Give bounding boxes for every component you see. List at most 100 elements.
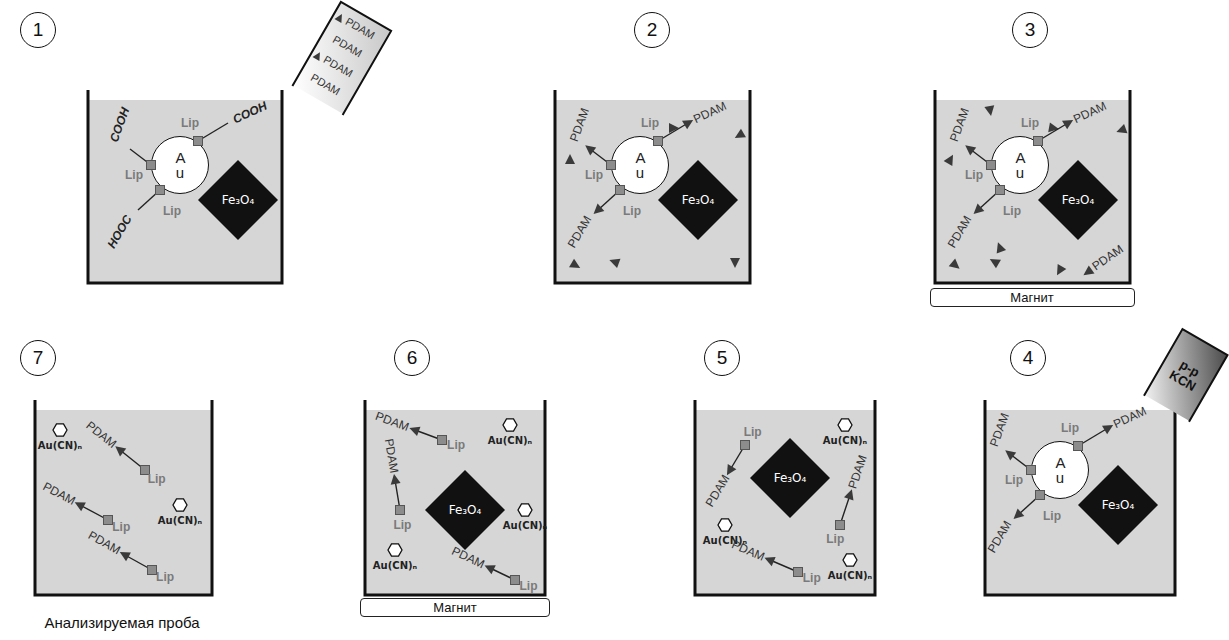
cyanide-complex-label: Au(CN)ₙ (373, 559, 417, 572)
beaker-5 (695, 400, 875, 595)
lipoic-square (1074, 442, 1083, 451)
beaker-3 (935, 90, 1130, 283)
pdam-triangle (1002, 446, 1016, 460)
diamond-fill (425, 470, 505, 550)
beaker-wall (935, 90, 1130, 283)
cyanide-complex-label: Au(CN)ₙ (503, 519, 547, 532)
linker-line (415, 430, 442, 440)
beaker-2 (555, 90, 750, 283)
linker-line (730, 445, 745, 470)
carboxyl-label: COOH (108, 106, 133, 144)
lipoic-square (794, 568, 803, 577)
beaker-6 (365, 400, 545, 595)
node-label: Fe₃O₄ (222, 193, 255, 207)
carboxyl-label: COOH (231, 100, 269, 127)
pdam-triangle (984, 105, 996, 117)
complex-hexagon (518, 504, 532, 516)
lipoic-label: Lip (163, 205, 181, 218)
lipoic-label: Lip (125, 169, 143, 182)
diamond-fill (658, 160, 738, 240)
magnetite-particle: Fe₃O₄ (1038, 160, 1118, 240)
node-label: Fe₃O₄ (1102, 498, 1135, 512)
pdam-label: PDAM (382, 438, 401, 474)
pdam-triangle (312, 50, 323, 61)
pdam-label: PDAM (568, 106, 592, 143)
pdam-triangle (730, 258, 740, 268)
pdam-triangle (608, 255, 621, 268)
vial-fill (293, 2, 391, 114)
node-label: A u (1015, 150, 1024, 180)
linker-line (978, 190, 1000, 210)
node-label: Магнит (433, 600, 476, 615)
lipoic-square (396, 506, 405, 515)
complex-hexagon (718, 519, 732, 531)
step-number: 3 (1012, 12, 1048, 48)
step-label: 6 (407, 347, 418, 369)
pdam-label: PDAM (946, 214, 975, 251)
node-label: Fe₃O₄ (449, 503, 482, 517)
step-label: 7 (33, 347, 44, 369)
magnetite-particle: Fe₃O₄ (425, 470, 505, 550)
lipoic-square (438, 436, 447, 445)
pdam-label: PDAM (450, 544, 487, 571)
complex-hexagon (503, 419, 517, 431)
gold-particle: A u (151, 136, 209, 194)
diamond-fill (1078, 465, 1158, 545)
node-label: Fe₃O₄ (682, 193, 715, 207)
lipoic-label: Lip (181, 117, 199, 130)
lipoic-label: Lip (148, 473, 166, 486)
linker-line (840, 495, 850, 525)
step-label: 1 (33, 19, 44, 41)
pdam-triangle (944, 152, 958, 166)
vial-outline (292, 2, 391, 115)
node-label: A u (635, 150, 644, 180)
magnet-plate: Магнит (930, 288, 1135, 307)
pdam-label: PDAM (986, 519, 1015, 556)
complex-hexagon (843, 554, 857, 566)
linker-line (598, 190, 620, 210)
solution (935, 100, 1130, 283)
vial-shape (290, 0, 394, 117)
linker-line (395, 480, 400, 510)
pdam-triangle (962, 141, 976, 155)
lipoic-label: Lip (156, 571, 174, 584)
step-label: 3 (1025, 19, 1036, 41)
lipoic-label: Lip (1061, 422, 1079, 435)
lipoic-label: Lip (803, 571, 821, 584)
pdam-label: PDAM (1072, 100, 1109, 126)
beaker-4 (985, 400, 1175, 595)
reagent-vial: р-р KCN (1142, 326, 1229, 423)
linker-line (1038, 123, 1068, 141)
pdam-triangle (970, 204, 984, 218)
linker-line (490, 568, 515, 580)
pdam-triangle (669, 123, 679, 133)
node-label: Fe₃O₄ (1062, 193, 1095, 207)
linker-line (138, 190, 160, 210)
lipoic-square (607, 161, 616, 170)
complex-hexagon (838, 419, 852, 431)
linker-line (970, 149, 991, 165)
lipoic-label: Lip (112, 521, 130, 534)
lipoic-square (1027, 466, 1036, 475)
step-number: 7 (20, 340, 56, 376)
node-label: A u (1055, 455, 1064, 485)
solution (695, 410, 875, 595)
pdam-label: PDAM (846, 454, 869, 491)
pdam-triangle (569, 259, 583, 273)
complex-hexagon (53, 424, 67, 436)
linker-line (1078, 428, 1108, 446)
beaker-wall (695, 400, 875, 595)
step-number: 1 (20, 12, 56, 48)
beaker-wall (365, 400, 545, 595)
pdam-label: PDAM (1090, 243, 1126, 274)
lipoic-label: Lip (744, 426, 762, 439)
lipoic-label: Lip (1021, 117, 1039, 130)
solution (35, 410, 212, 595)
lipoic-square (996, 186, 1005, 195)
step-label: 2 (647, 19, 658, 41)
